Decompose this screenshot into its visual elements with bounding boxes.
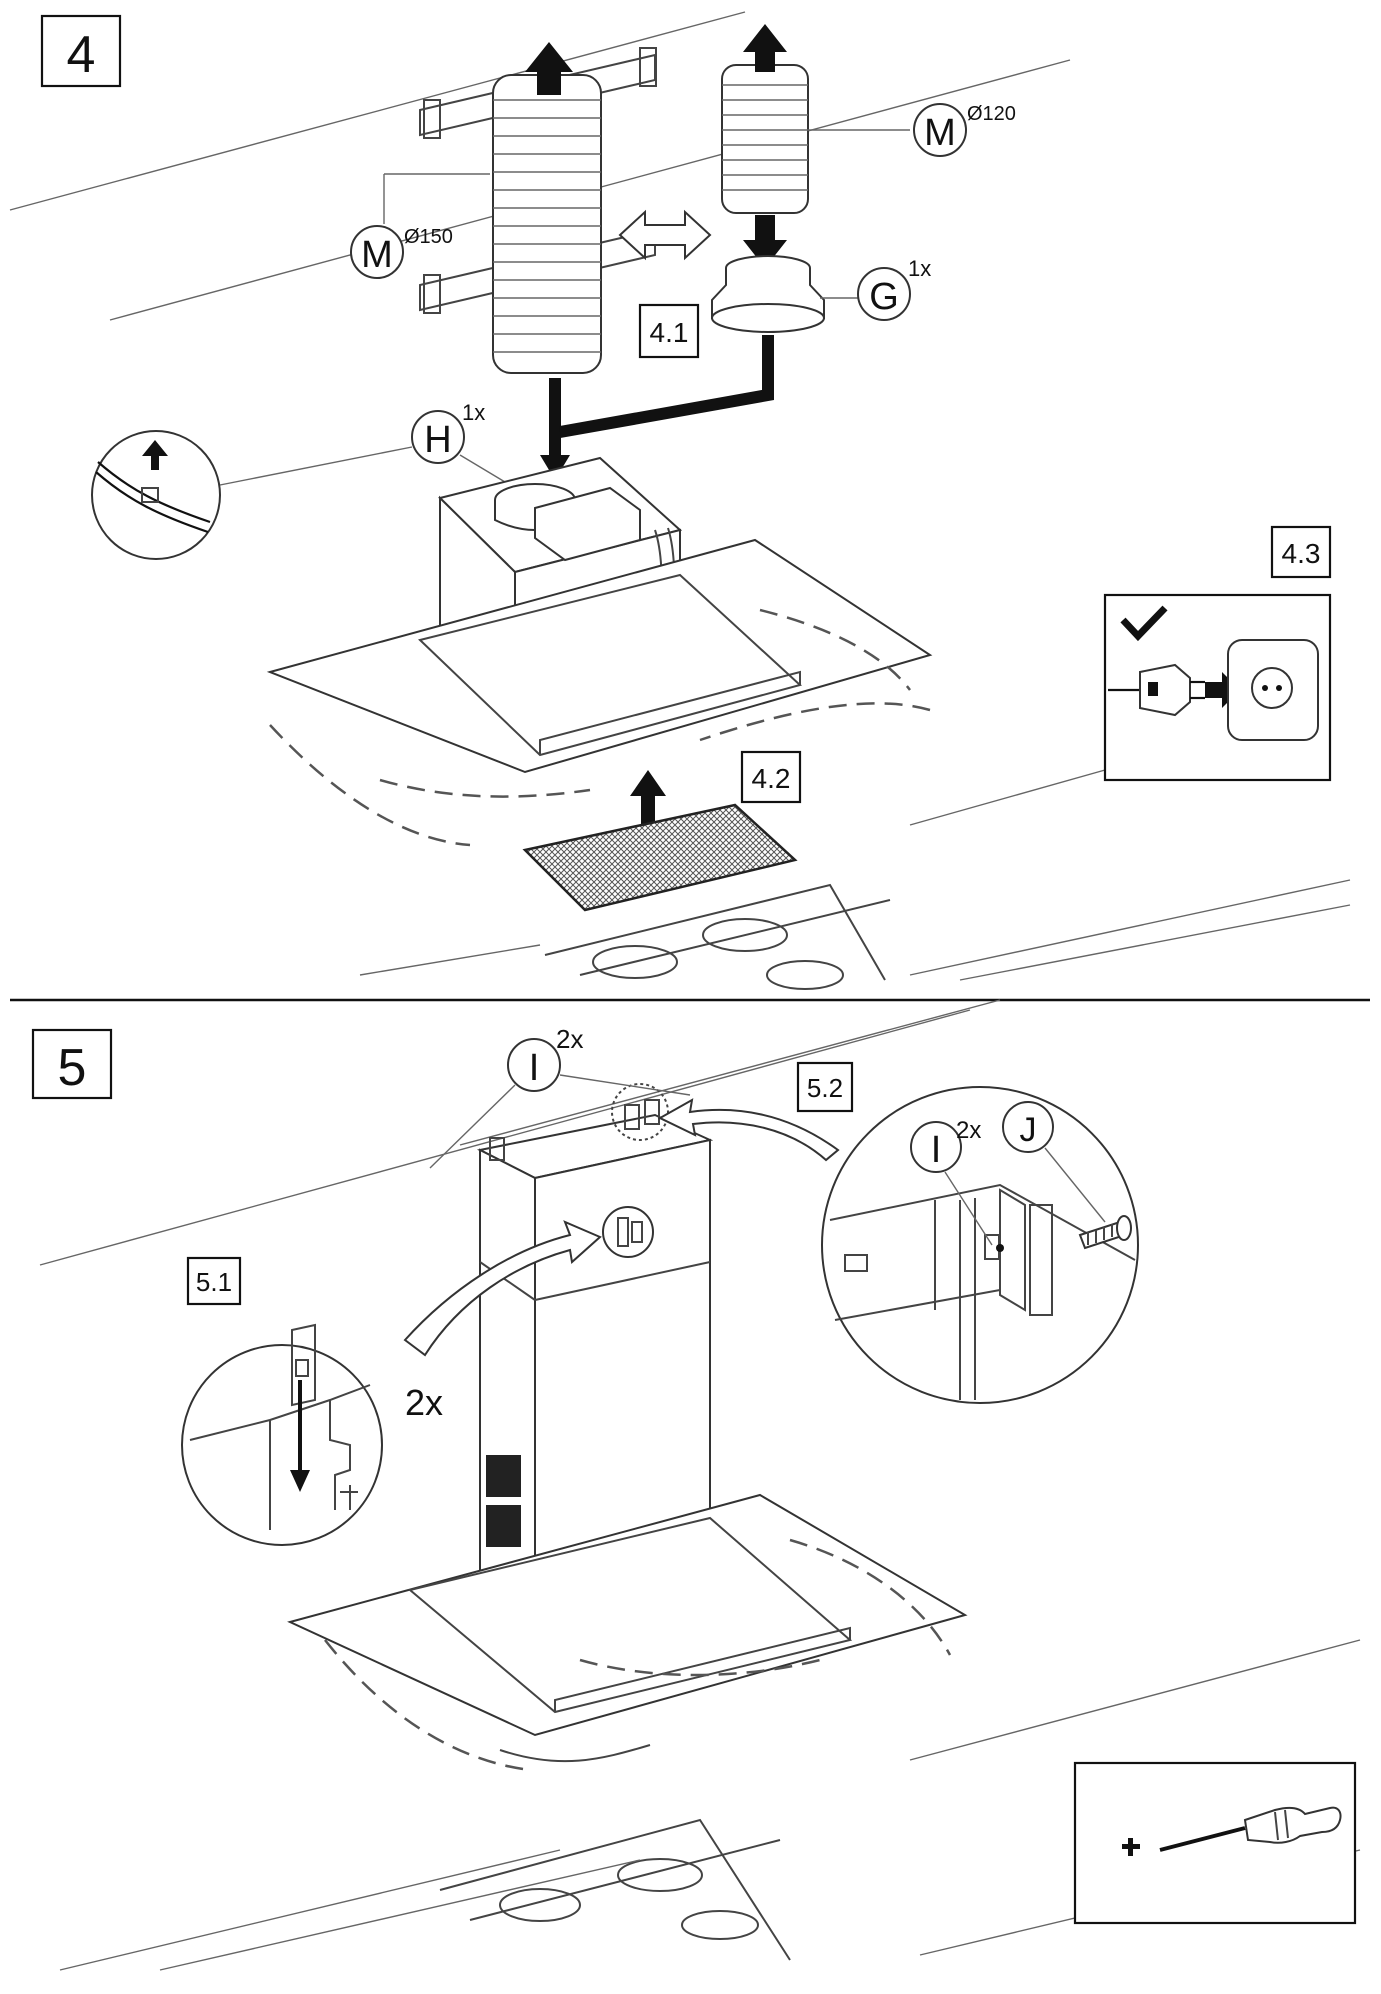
swap-arrow-icon xyxy=(618,209,712,261)
substep-5-2-label: 5.2 xyxy=(807,1073,843,1103)
part-g-badge xyxy=(857,267,911,321)
substep-4-1-label: 4.1 xyxy=(650,317,689,348)
part-m150-badge xyxy=(350,225,404,279)
cooktop xyxy=(59,1639,1361,1971)
substep-4-3-label: 4.3 xyxy=(1282,538,1321,569)
flexible-duct-120 xyxy=(721,64,809,214)
flexible-duct-150 xyxy=(492,74,602,374)
phillips-screwdriver-icon xyxy=(1159,1806,1342,1852)
cable-clip-detail xyxy=(91,430,221,560)
step-5-number-box xyxy=(31,1028,113,1100)
bracket-slot-detail xyxy=(181,1323,383,1546)
ceiling-line xyxy=(9,11,746,211)
callout-line xyxy=(459,454,506,483)
check-icon xyxy=(1120,605,1168,642)
cooktop xyxy=(359,769,1351,990)
phillips-head-icon xyxy=(1122,1838,1140,1856)
up-arrow-icon xyxy=(743,24,787,72)
tool-box xyxy=(1073,1761,1357,1925)
step-5-number: 5 xyxy=(58,1039,87,1097)
hood-body xyxy=(438,456,683,682)
grease-filter xyxy=(522,803,798,912)
part-i-detail-letter: I xyxy=(931,1129,942,1171)
callout-line xyxy=(944,1171,993,1246)
down-arrow-icon xyxy=(743,215,787,268)
socket-icon xyxy=(1227,639,1319,741)
ceiling-bracket-upper xyxy=(419,47,657,139)
part-h-letter: H xyxy=(424,419,451,461)
up-arrow-icon xyxy=(142,440,168,470)
step-5-panel: 5 I 2x xyxy=(31,999,1361,1971)
step-4-panel: 4 xyxy=(9,11,1351,990)
part-i-badge xyxy=(507,1038,561,1092)
step-4-number-box xyxy=(40,14,122,88)
part-i-detail-badge xyxy=(910,1121,962,1173)
part-i-letter: I xyxy=(529,1047,540,1089)
up-arrow-icon xyxy=(630,770,666,830)
part-g-letter: G xyxy=(869,276,899,318)
right-arrow-icon xyxy=(1205,672,1240,708)
callout-line xyxy=(219,446,413,486)
part-m150-letter: M xyxy=(361,234,393,276)
glass-canopy xyxy=(287,1493,968,1772)
reducer-adapter xyxy=(711,255,825,333)
curved-arrow-icon xyxy=(657,1098,840,1162)
repeat-count-label: 2x xyxy=(405,1382,443,1423)
part-m150-size: Ø150 xyxy=(404,226,453,248)
substep-5-1-box xyxy=(186,1256,242,1306)
part-m120-size: Ø120 xyxy=(967,103,1016,125)
part-h-qty: 1x xyxy=(462,400,485,425)
substep-5-2-box xyxy=(796,1061,854,1113)
reducer-path-line xyxy=(558,335,774,438)
callout-line xyxy=(559,1074,691,1096)
glass-canopy xyxy=(266,538,933,847)
part-i-qty: 2x xyxy=(556,1024,583,1054)
curved-arrow-icon xyxy=(403,1220,602,1357)
part-g-qty: 1x xyxy=(908,256,931,281)
part-h-badge xyxy=(411,410,465,464)
substep-5-1-label: 5.1 xyxy=(196,1267,232,1297)
substep-4-3-box xyxy=(1270,525,1332,579)
callout-line xyxy=(1044,1147,1106,1223)
substep-4-1-box xyxy=(638,303,700,359)
down-arrow-icon xyxy=(290,1470,310,1492)
substep-4-2-box xyxy=(740,750,802,804)
callout-line xyxy=(429,1084,516,1169)
screw-icon xyxy=(1078,1215,1132,1250)
substep-4-2-label: 4.2 xyxy=(752,763,791,794)
step-4-number: 4 xyxy=(67,26,96,84)
part-j-letter: J xyxy=(1020,1111,1037,1149)
part-m120-badge xyxy=(913,103,967,157)
plug-icon xyxy=(1108,663,1205,717)
part-m120-letter: M xyxy=(924,112,956,154)
part-i-detail-qty: 2x xyxy=(956,1117,981,1144)
down-arrow-icon xyxy=(540,455,570,480)
up-arrow-icon xyxy=(525,42,573,95)
ceiling-line xyxy=(459,999,1001,1146)
part-j-badge xyxy=(1002,1101,1054,1153)
